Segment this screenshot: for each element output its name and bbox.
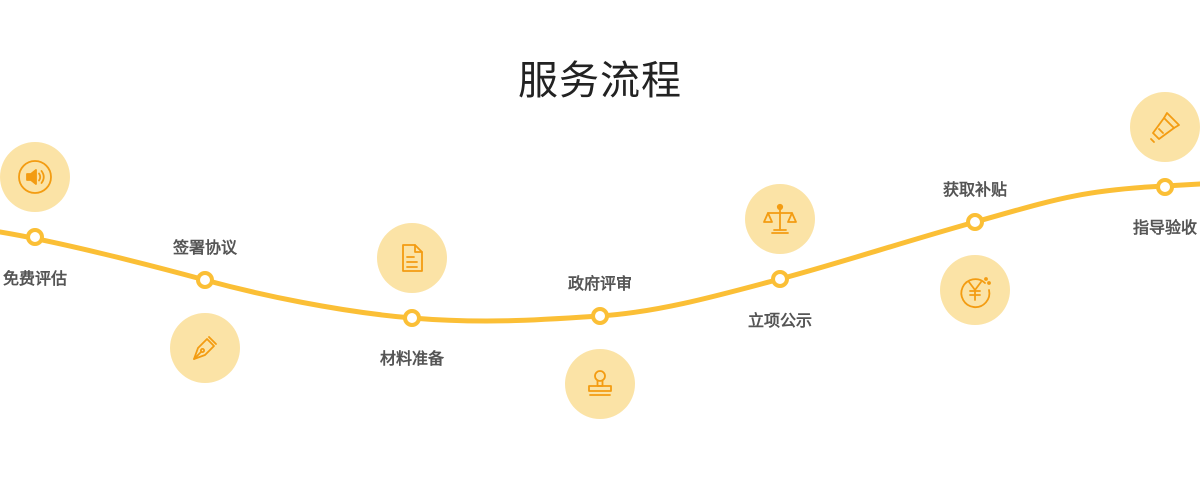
speaker-icon [0, 142, 70, 212]
step-label-7: 指导验收 [1132, 218, 1197, 237]
step-label-2: 签署协议 [172, 238, 237, 257]
step-label-4: 政府评审 [567, 274, 632, 293]
step-nodes [26, 178, 1174, 327]
step-node-1 [26, 228, 44, 246]
step-node-2 [196, 271, 214, 289]
step-node-6 [966, 213, 984, 231]
step-node-3 [403, 309, 421, 327]
flashlight-icon [1130, 92, 1200, 162]
step-label-3: 材料准备 [379, 349, 444, 368]
stamp-icon [565, 349, 635, 419]
yen-coin-icon [940, 255, 1010, 325]
document-icon [377, 223, 447, 293]
step-label-1: 免费评估 [2, 269, 67, 288]
scales-icon [745, 184, 815, 254]
step-label-5: 立项公示 [747, 311, 812, 330]
step-node-5 [771, 270, 789, 288]
step-node-4 [591, 307, 609, 325]
page-title: 服务流程 [518, 57, 682, 104]
step-node-7 [1156, 178, 1174, 196]
pen-nib-icon [170, 313, 240, 383]
step-label-6: 获取补贴 [942, 180, 1007, 199]
